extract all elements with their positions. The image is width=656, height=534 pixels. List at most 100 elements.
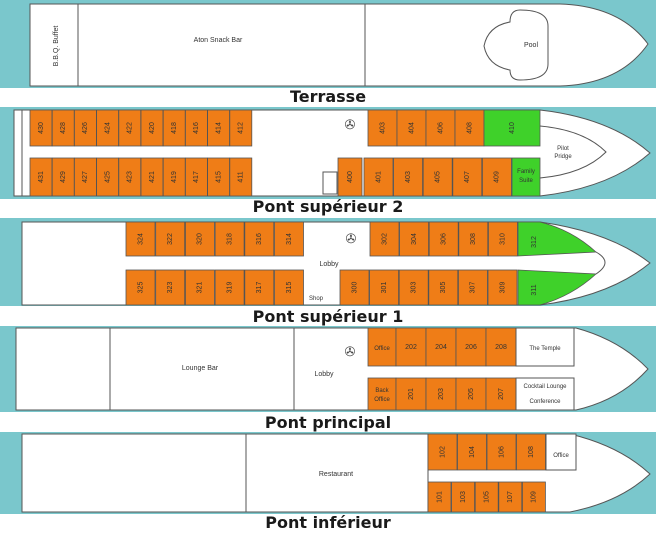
cabin-number: 323 — [167, 282, 174, 294]
deck-title-pont-superieur-1: Pont supérieur 1 — [252, 307, 404, 326]
cabin-number: 430 — [38, 122, 45, 134]
cabin-number: 304 — [411, 233, 418, 245]
cocktail-lounge-label: Cocktail Lounge — [523, 384, 567, 390]
cabin-300[interactable] — [339, 269, 370, 306]
temple-room — [515, 327, 575, 367]
cabin-number: 307 — [470, 282, 477, 294]
cabin-number: 309 — [499, 282, 506, 294]
cabin-320[interactable] — [184, 221, 215, 257]
cabin-101[interactable] — [427, 481, 452, 513]
cabin-314[interactable] — [274, 221, 304, 257]
cabin-319[interactable] — [214, 269, 245, 306]
cabin-316[interactable] — [244, 221, 275, 257]
cabin-number: 422 — [127, 122, 134, 134]
suite-311[interactable] — [517, 269, 597, 306]
shop-label: Shop — [309, 296, 324, 302]
cabin-number: 107 — [507, 491, 514, 503]
cabin-302[interactable] — [369, 221, 400, 257]
cabin-321[interactable] — [184, 269, 215, 306]
cabin-106[interactable] — [486, 433, 517, 471]
cabin-number: 202 — [405, 344, 417, 351]
cabin-407[interactable] — [452, 157, 483, 197]
cabin-number: 403 — [405, 171, 412, 183]
cabin-309[interactable] — [487, 269, 518, 306]
cabin-number: 109 — [531, 491, 538, 503]
office-label-lower: Office — [553, 453, 569, 459]
cabin-205[interactable] — [455, 377, 487, 411]
cabin-number: 427 — [82, 171, 89, 183]
cabin-308[interactable] — [458, 221, 489, 257]
cabin-303[interactable] — [398, 269, 429, 306]
cabin-number: 320 — [197, 233, 204, 245]
family-suite[interactable] — [511, 157, 541, 197]
cabin-number: 426 — [82, 122, 89, 134]
office-room[interactable] — [367, 327, 397, 367]
cabin-310[interactable] — [487, 221, 518, 257]
cabin-324[interactable] — [125, 221, 156, 257]
cabin-number: 106 — [498, 446, 505, 458]
cabin-305[interactable] — [428, 269, 459, 306]
cabin-number: 416 — [193, 122, 200, 134]
deck-title-terrasse: Terrasse — [289, 87, 367, 106]
cabin-307[interactable] — [457, 269, 488, 306]
cabin-206[interactable] — [455, 327, 487, 367]
cabin-number: 418 — [171, 122, 178, 134]
lounge-bar-label: Lounge Bar — [182, 365, 219, 372]
cabin-104[interactable] — [457, 433, 487, 471]
cabin-number: 415 — [215, 171, 222, 183]
suite-312-number: 312 — [531, 236, 538, 248]
cabin-400[interactable] — [337, 157, 363, 197]
suite-311-number: 311 — [531, 284, 538, 295]
bbq-buffet-label: B.B.Q. Buffet — [53, 26, 60, 67]
cabin-304[interactable] — [399, 221, 430, 257]
cabin-107[interactable] — [498, 481, 523, 513]
cabin-322[interactable] — [155, 221, 186, 257]
cabin-number: 400 — [347, 171, 354, 183]
cabin-411[interactable] — [229, 157, 253, 197]
cabin-102[interactable] — [427, 433, 458, 471]
cabin-number: 425 — [104, 171, 111, 183]
cabin-109[interactable] — [522, 481, 546, 513]
cabin-number: 316 — [256, 233, 263, 245]
suite-410[interactable] — [483, 109, 541, 147]
cabin-208[interactable] — [485, 327, 517, 367]
cabin-207[interactable] — [485, 377, 517, 411]
pool-label: Pool — [524, 42, 538, 49]
cabin-204[interactable] — [425, 327, 457, 367]
cabin-number: 208 — [495, 344, 507, 351]
cabin-202[interactable] — [395, 327, 427, 367]
cabin-315[interactable] — [274, 269, 304, 306]
cabin-401[interactable] — [363, 157, 394, 197]
cabin-301[interactable] — [369, 269, 400, 306]
cabin-404[interactable] — [396, 109, 427, 147]
cabin-317[interactable] — [244, 269, 275, 306]
stairs-icon: ✇ — [345, 344, 356, 359]
cabin-325[interactable] — [125, 269, 156, 306]
cabin-number: 102 — [439, 446, 446, 458]
pilot-bridge-label-1: Pilot — [557, 146, 569, 152]
cabin-412[interactable] — [229, 109, 253, 147]
cabin-number: 324 — [137, 233, 144, 245]
cabin-409[interactable] — [481, 157, 512, 197]
cabin-number: 201 — [408, 388, 415, 400]
cabin-323[interactable] — [155, 269, 186, 306]
cabin-number: 303 — [411, 282, 418, 294]
cabin-403[interactable] — [393, 157, 424, 197]
cabin-103[interactable] — [451, 481, 476, 513]
cabin-number: 404 — [408, 122, 415, 134]
cabin-number: 414 — [215, 122, 222, 134]
family-suite-label-2: Suite — [519, 178, 533, 184]
cabin-306[interactable] — [428, 221, 459, 257]
cabin-201[interactable] — [395, 377, 427, 411]
cabin-406[interactable] — [425, 109, 456, 147]
cabin-408[interactable] — [454, 109, 485, 147]
suite-312[interactable] — [517, 221, 597, 257]
cabin-318[interactable] — [214, 221, 245, 257]
cabin-105[interactable] — [474, 481, 499, 513]
cabin-number: 405 — [435, 171, 442, 183]
cabin-405[interactable] — [422, 157, 453, 197]
stairs-icon: ✇ — [346, 231, 357, 246]
cabin-number: 319 — [226, 282, 233, 294]
back-office-room[interactable] — [367, 377, 397, 411]
